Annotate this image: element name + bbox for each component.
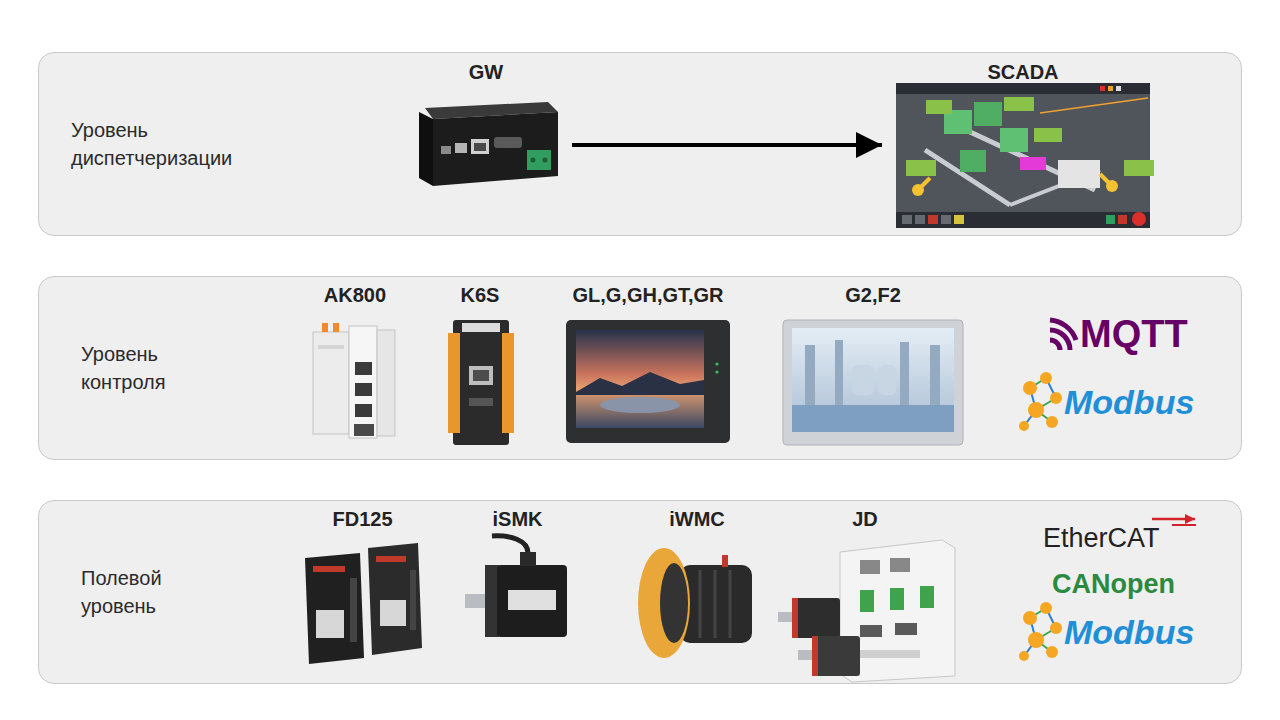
- plc-illustration: [448, 320, 514, 445]
- device-hmi: GL,G,GH,GT,GR: [554, 283, 742, 448]
- device-servo-drive: JD: [766, 507, 964, 682]
- device-name: FD125: [296, 507, 429, 531]
- device-name: GL,G,GH,GT,GR: [554, 283, 742, 307]
- modbus-logo-icon: [1019, 372, 1062, 431]
- connector-layer: [572, 145, 882, 146]
- plc-illustration: [313, 323, 395, 438]
- device-gateway: GW: [406, 60, 566, 192]
- hmi-illustration: [783, 320, 963, 445]
- hmi-illustration: [566, 320, 730, 443]
- wheel-motor-illustration: [638, 548, 752, 658]
- device-name: AK800: [301, 283, 409, 307]
- protocol-logo: MQTT: [1080, 312, 1188, 358]
- level-title: Уровень диспетчеризации: [71, 116, 291, 172]
- level-title: Уровень контроля: [81, 340, 216, 396]
- modbus-logo-icon: [1019, 602, 1062, 661]
- level-band: Уровень контроля AK800 K6S GL,G,GH,GT,GR G2,…: [38, 276, 1242, 460]
- gateway-illustration: [419, 102, 558, 186]
- device-name: GW: [406, 60, 566, 84]
- device-name: iSMK: [456, 507, 579, 531]
- device-name: G2,F2: [774, 283, 972, 307]
- device-hmi: G2,F2: [774, 283, 972, 448]
- device-plc: AK800: [301, 283, 409, 448]
- mqtt-logo-icon: [1050, 320, 1076, 350]
- protocol-logo: Modbus: [1064, 612, 1194, 653]
- device-plc: K6S: [436, 283, 524, 448]
- protocol-logo: EtherCAT: [1043, 522, 1160, 554]
- scada-screen-illustration: [896, 83, 1154, 228]
- device-driver: FD125: [296, 507, 429, 667]
- device-name: K6S: [436, 283, 524, 307]
- protocol-logo: Modbus: [1064, 382, 1194, 423]
- level-band: Уровень диспетчеризации GW SCADA: [38, 52, 1242, 236]
- servo-drive-illustration: [778, 540, 955, 682]
- servo-motor-illustration: [465, 536, 567, 637]
- device-name: JD: [766, 507, 964, 531]
- protocol-logo: CANopen: [1052, 568, 1175, 600]
- device-scada: SCADA: [888, 60, 1158, 232]
- device-name: iWMC: [628, 507, 766, 531]
- device-servo-motor: iSMK: [456, 507, 579, 647]
- device-wheel-motor: iWMC: [628, 507, 766, 667]
- device-name: SCADA: [888, 60, 1158, 84]
- level-title: Полевой уровень: [81, 564, 211, 620]
- flow-arrow: [572, 143, 882, 147]
- driver-illustration: [305, 543, 422, 664]
